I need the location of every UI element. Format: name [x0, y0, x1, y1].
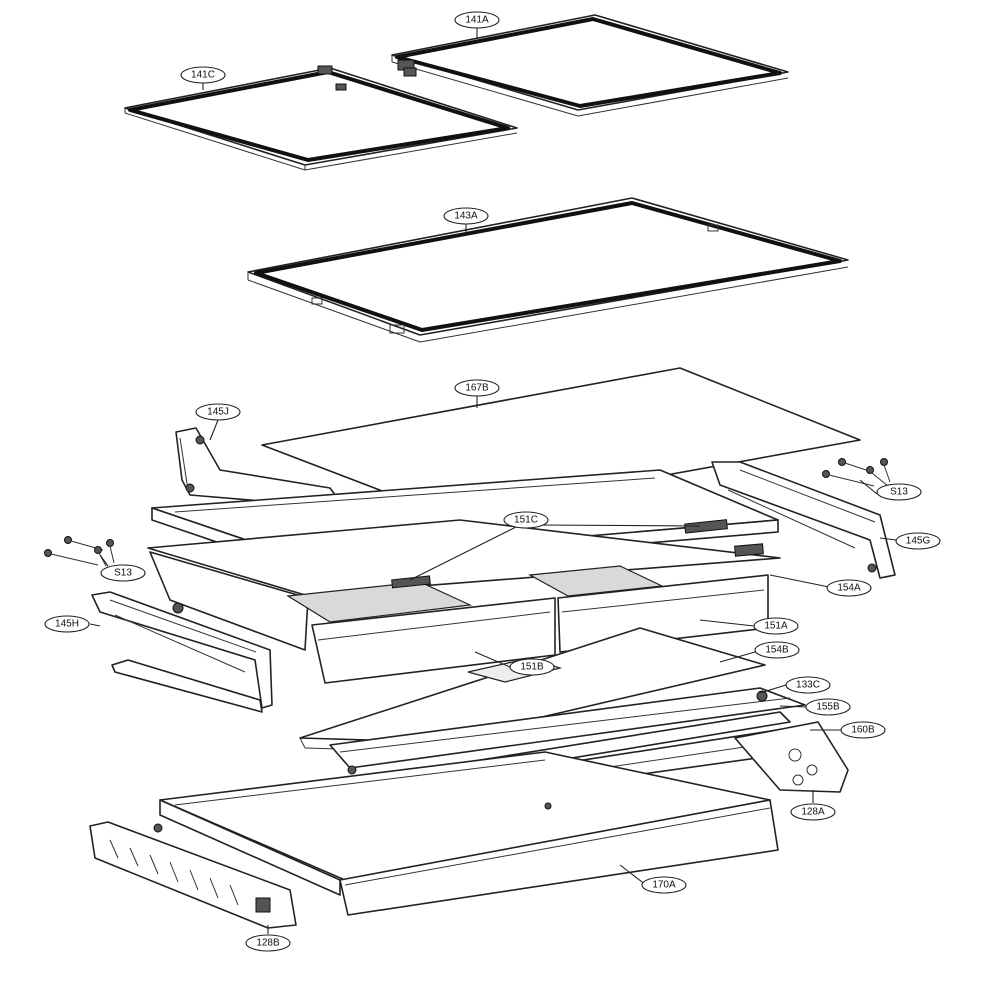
callout-167b: 167B: [454, 379, 500, 397]
callout-128b: 128B: [245, 934, 291, 952]
callout-label: 151B: [520, 662, 544, 673]
callout-141a: 141A: [454, 11, 500, 29]
shelf-143a: [247, 197, 849, 343]
bracket-145g: [711, 461, 896, 579]
shelf-141c: [124, 65, 518, 171]
trim-128b: [89, 821, 297, 929]
callout-label: 154A: [837, 583, 861, 594]
callout-label: 143A: [454, 211, 478, 222]
callout-label: 141C: [191, 70, 215, 81]
callout-label: 155B: [816, 702, 840, 713]
drawer-pan-170a: [153, 751, 779, 916]
callout-label: 141A: [465, 15, 489, 26]
callout-s13-left: S13: [100, 564, 146, 582]
callout-label: 151A: [764, 621, 788, 632]
trim-128a: [734, 721, 849, 793]
bracket-145h: [91, 591, 273, 713]
shelf-141a: [391, 14, 789, 117]
rail-155b: [329, 687, 806, 775]
callout-151b: 151B: [509, 658, 555, 676]
callout-label: 145G: [906, 536, 931, 547]
callout-label: 154B: [765, 645, 789, 656]
screws-s13-right: [822, 458, 891, 487]
callout-label: 160B: [851, 725, 875, 736]
callout-143a: 143A: [443, 207, 489, 225]
leader-lines: [89, 27, 897, 934]
callout-151c: 151C: [503, 511, 549, 529]
callout-label: 133C: [796, 680, 820, 691]
callout-label: 145J: [207, 407, 229, 418]
callout-145g: 145G: [895, 532, 941, 550]
callout-145j: 145J: [195, 403, 241, 421]
callout-155b: 155B: [805, 698, 851, 716]
callout-label: 167B: [465, 383, 489, 394]
callout-154a: 154A: [826, 579, 872, 597]
callout-label: 128B: [256, 938, 280, 949]
callout-label: 151C: [514, 515, 538, 526]
callout-label: S13: [114, 568, 132, 579]
callout-label: S13: [890, 487, 908, 498]
callout-label: 170A: [652, 880, 676, 891]
callout-s13-right: S13: [876, 483, 922, 501]
callout-154b: 154B: [754, 641, 800, 659]
callout-label: 145H: [55, 619, 79, 630]
callout-170a: 170A: [641, 876, 687, 894]
callout-160b: 160B: [840, 721, 886, 739]
callout-128a: 128A: [790, 803, 836, 821]
callout-145h: 145H: [44, 615, 90, 633]
callout-141c: 141C: [180, 66, 226, 84]
callout-label: 128A: [801, 807, 825, 818]
crisper-drawers-151: [147, 519, 781, 684]
callout-133c: 133C: [785, 676, 831, 694]
screws-s13-left: [44, 536, 115, 567]
callout-151a: 151A: [753, 617, 799, 635]
